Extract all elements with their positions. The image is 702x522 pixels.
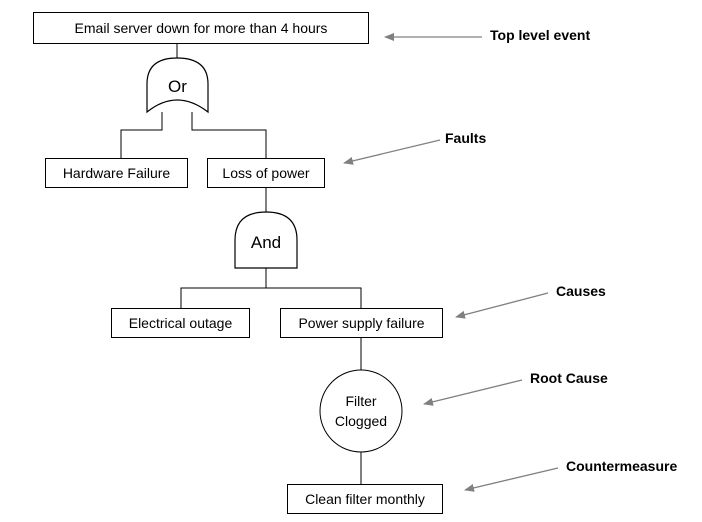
arrow-countermeasure xyxy=(464,467,559,492)
countermeasure-label: Clean filter monthly xyxy=(305,491,425,507)
callout-causes: Causes xyxy=(556,283,606,299)
connector-or-to-hardware xyxy=(120,112,163,158)
power-supply-failure-label: Power supply failure xyxy=(298,315,425,331)
callout-faults: Faults xyxy=(445,130,487,146)
root-cause-label: Filter Clogged xyxy=(320,391,402,431)
or-gate-label: Or xyxy=(168,77,187,96)
loss-of-power-box: Loss of power xyxy=(207,158,325,188)
and-gate-shape xyxy=(234,211,298,269)
hardware-failure-label: Hardware Failure xyxy=(62,165,171,181)
connector-or-to-power xyxy=(191,112,267,158)
connector-and-branches xyxy=(180,287,362,308)
power-supply-failure-box: Power supply failure xyxy=(280,308,443,338)
callout-countermeasure: Countermeasure xyxy=(566,458,678,474)
root-cause-line2: Clogged xyxy=(334,413,388,429)
callout-root-cause: Root Cause xyxy=(530,370,608,386)
top-event-box: Email server down for more than 4 hours xyxy=(33,12,369,44)
electrical-outage-box: Electrical outage xyxy=(111,308,250,338)
electrical-outage-label: Electrical outage xyxy=(128,315,233,331)
or-gate-shape xyxy=(146,57,209,114)
root-cause-circle xyxy=(319,369,403,453)
callout-top-level-event: Top level event xyxy=(490,27,591,43)
arrow-causes xyxy=(455,292,549,319)
top-event-label: Email server down for more than 4 hours xyxy=(74,20,328,36)
root-cause-line1: Filter xyxy=(345,393,377,409)
loss-of-power-label: Loss of power xyxy=(222,165,310,181)
arrow-root-cause xyxy=(423,379,523,406)
hardware-failure-box: Hardware Failure xyxy=(45,158,188,188)
countermeasure-box: Clean filter monthly xyxy=(287,484,443,514)
arrow-faults xyxy=(343,139,441,165)
and-gate-label: And xyxy=(250,233,282,252)
